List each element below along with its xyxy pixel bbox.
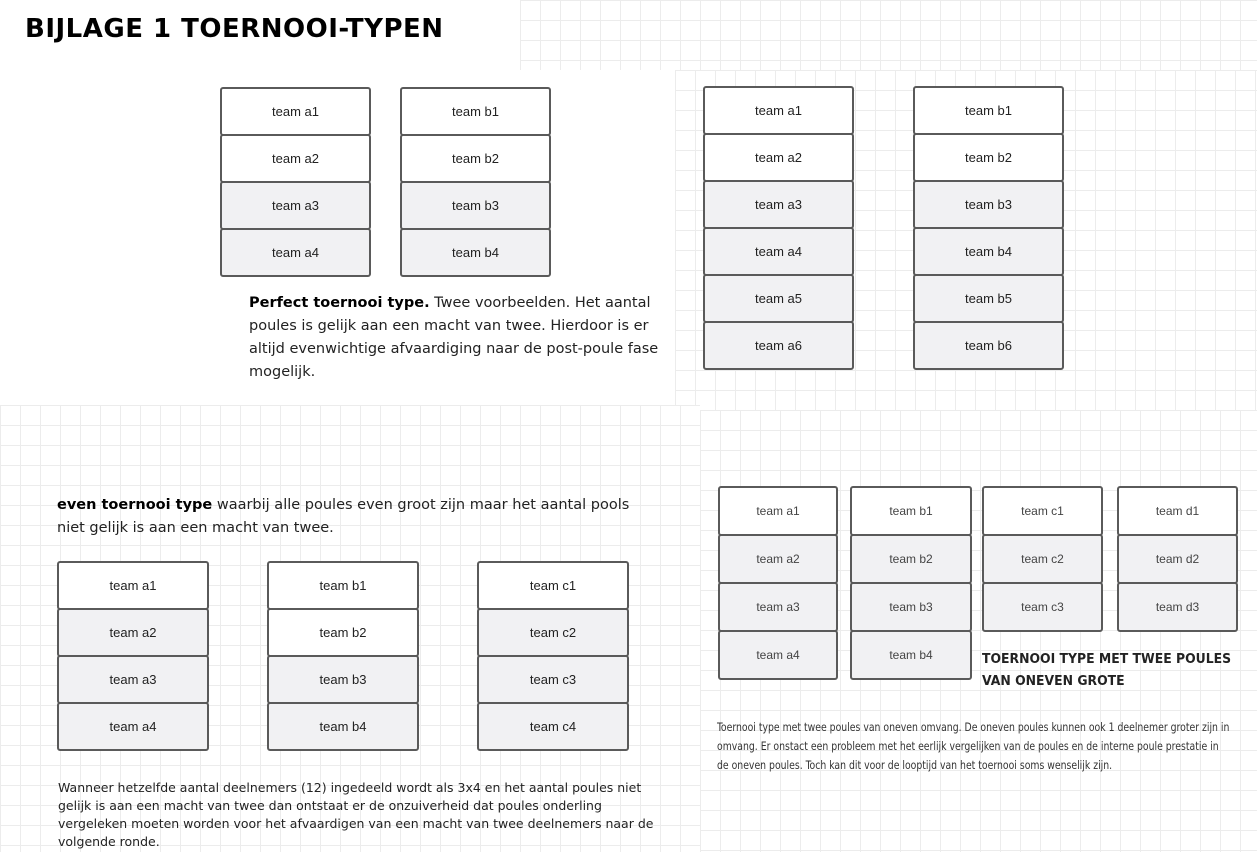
perfect-caption: Perfect toernooi type. Twee voorbeelden.… bbox=[249, 292, 674, 384]
team-cell: team b2 bbox=[400, 134, 551, 183]
even-caption: even toernooi type waarbij alle poules e… bbox=[57, 494, 647, 540]
team-cell: team b1 bbox=[267, 561, 419, 610]
team-cell: team c1 bbox=[982, 486, 1103, 536]
oneven-heading: TOERNOOI TYPE MET TWEE POULES VAN ONEVEN… bbox=[982, 651, 1232, 689]
team-cell: team b1 bbox=[400, 87, 551, 136]
team-cell: team d3 bbox=[1117, 582, 1238, 632]
team-cell: team b4 bbox=[400, 228, 551, 277]
even-caption-bold: even toernooi type bbox=[57, 497, 213, 513]
team-cell: team a2 bbox=[703, 133, 854, 182]
team-cell: team b3 bbox=[400, 181, 551, 230]
team-cell: team c1 bbox=[477, 561, 629, 610]
perfect-caption-bold: Perfect toernooi type. bbox=[249, 295, 430, 311]
team-cell: team c4 bbox=[477, 702, 629, 751]
team-cell: team a2 bbox=[57, 608, 209, 657]
team-cell: team c2 bbox=[982, 534, 1103, 584]
perfect-caption-text: Twee voorbeelden. Het aantal poules is g… bbox=[249, 295, 659, 380]
team-cell: team a3 bbox=[703, 180, 854, 229]
team-cell: team a4 bbox=[703, 227, 854, 276]
team-cell: team a1 bbox=[718, 486, 838, 536]
even-note: Wanneer hetzelfde aantal deelnemers (12)… bbox=[58, 780, 654, 849]
team-cell: team b3 bbox=[850, 582, 972, 632]
team-cell: team c3 bbox=[982, 582, 1103, 632]
team-cell: team b1 bbox=[913, 86, 1064, 135]
team-cell: team c3 bbox=[477, 655, 629, 704]
grid-background-top-right bbox=[520, 0, 1257, 70]
team-cell: team b5 bbox=[913, 274, 1064, 323]
team-cell: team b4 bbox=[267, 702, 419, 751]
team-cell: team b2 bbox=[267, 608, 419, 657]
team-cell: team a1 bbox=[703, 86, 854, 135]
even-caption-text: waarbij alle poules even groot zijn maar… bbox=[57, 497, 630, 536]
team-cell: team a2 bbox=[718, 534, 838, 584]
team-cell: team a5 bbox=[703, 274, 854, 323]
team-cell: team d1 bbox=[1117, 486, 1238, 536]
team-cell: team a1 bbox=[220, 87, 371, 136]
team-cell: team b1 bbox=[850, 486, 972, 536]
team-cell: team a4 bbox=[718, 630, 838, 680]
team-cell: team a4 bbox=[57, 702, 209, 751]
team-cell: team a3 bbox=[57, 655, 209, 704]
team-cell: team b2 bbox=[913, 133, 1064, 182]
team-cell: team a6 bbox=[703, 321, 854, 370]
team-cell: team a2 bbox=[220, 134, 371, 183]
team-cell: team c2 bbox=[477, 608, 629, 657]
team-cell: team a1 bbox=[57, 561, 209, 610]
oneven-note: Toernooi type met twee poules van oneven… bbox=[717, 720, 1230, 772]
team-cell: team b6 bbox=[913, 321, 1064, 370]
team-cell: team b3 bbox=[267, 655, 419, 704]
team-cell: team b4 bbox=[913, 227, 1064, 276]
page-title: BIJLAGE 1 TOERNOOI-TYPEN bbox=[25, 14, 444, 44]
team-cell: team a4 bbox=[220, 228, 371, 277]
team-cell: team d2 bbox=[1117, 534, 1238, 584]
team-cell: team a3 bbox=[718, 582, 838, 632]
team-cell: team a3 bbox=[220, 181, 371, 230]
team-cell: team b3 bbox=[913, 180, 1064, 229]
team-cell: team b4 bbox=[850, 630, 972, 680]
team-cell: team b2 bbox=[850, 534, 972, 584]
